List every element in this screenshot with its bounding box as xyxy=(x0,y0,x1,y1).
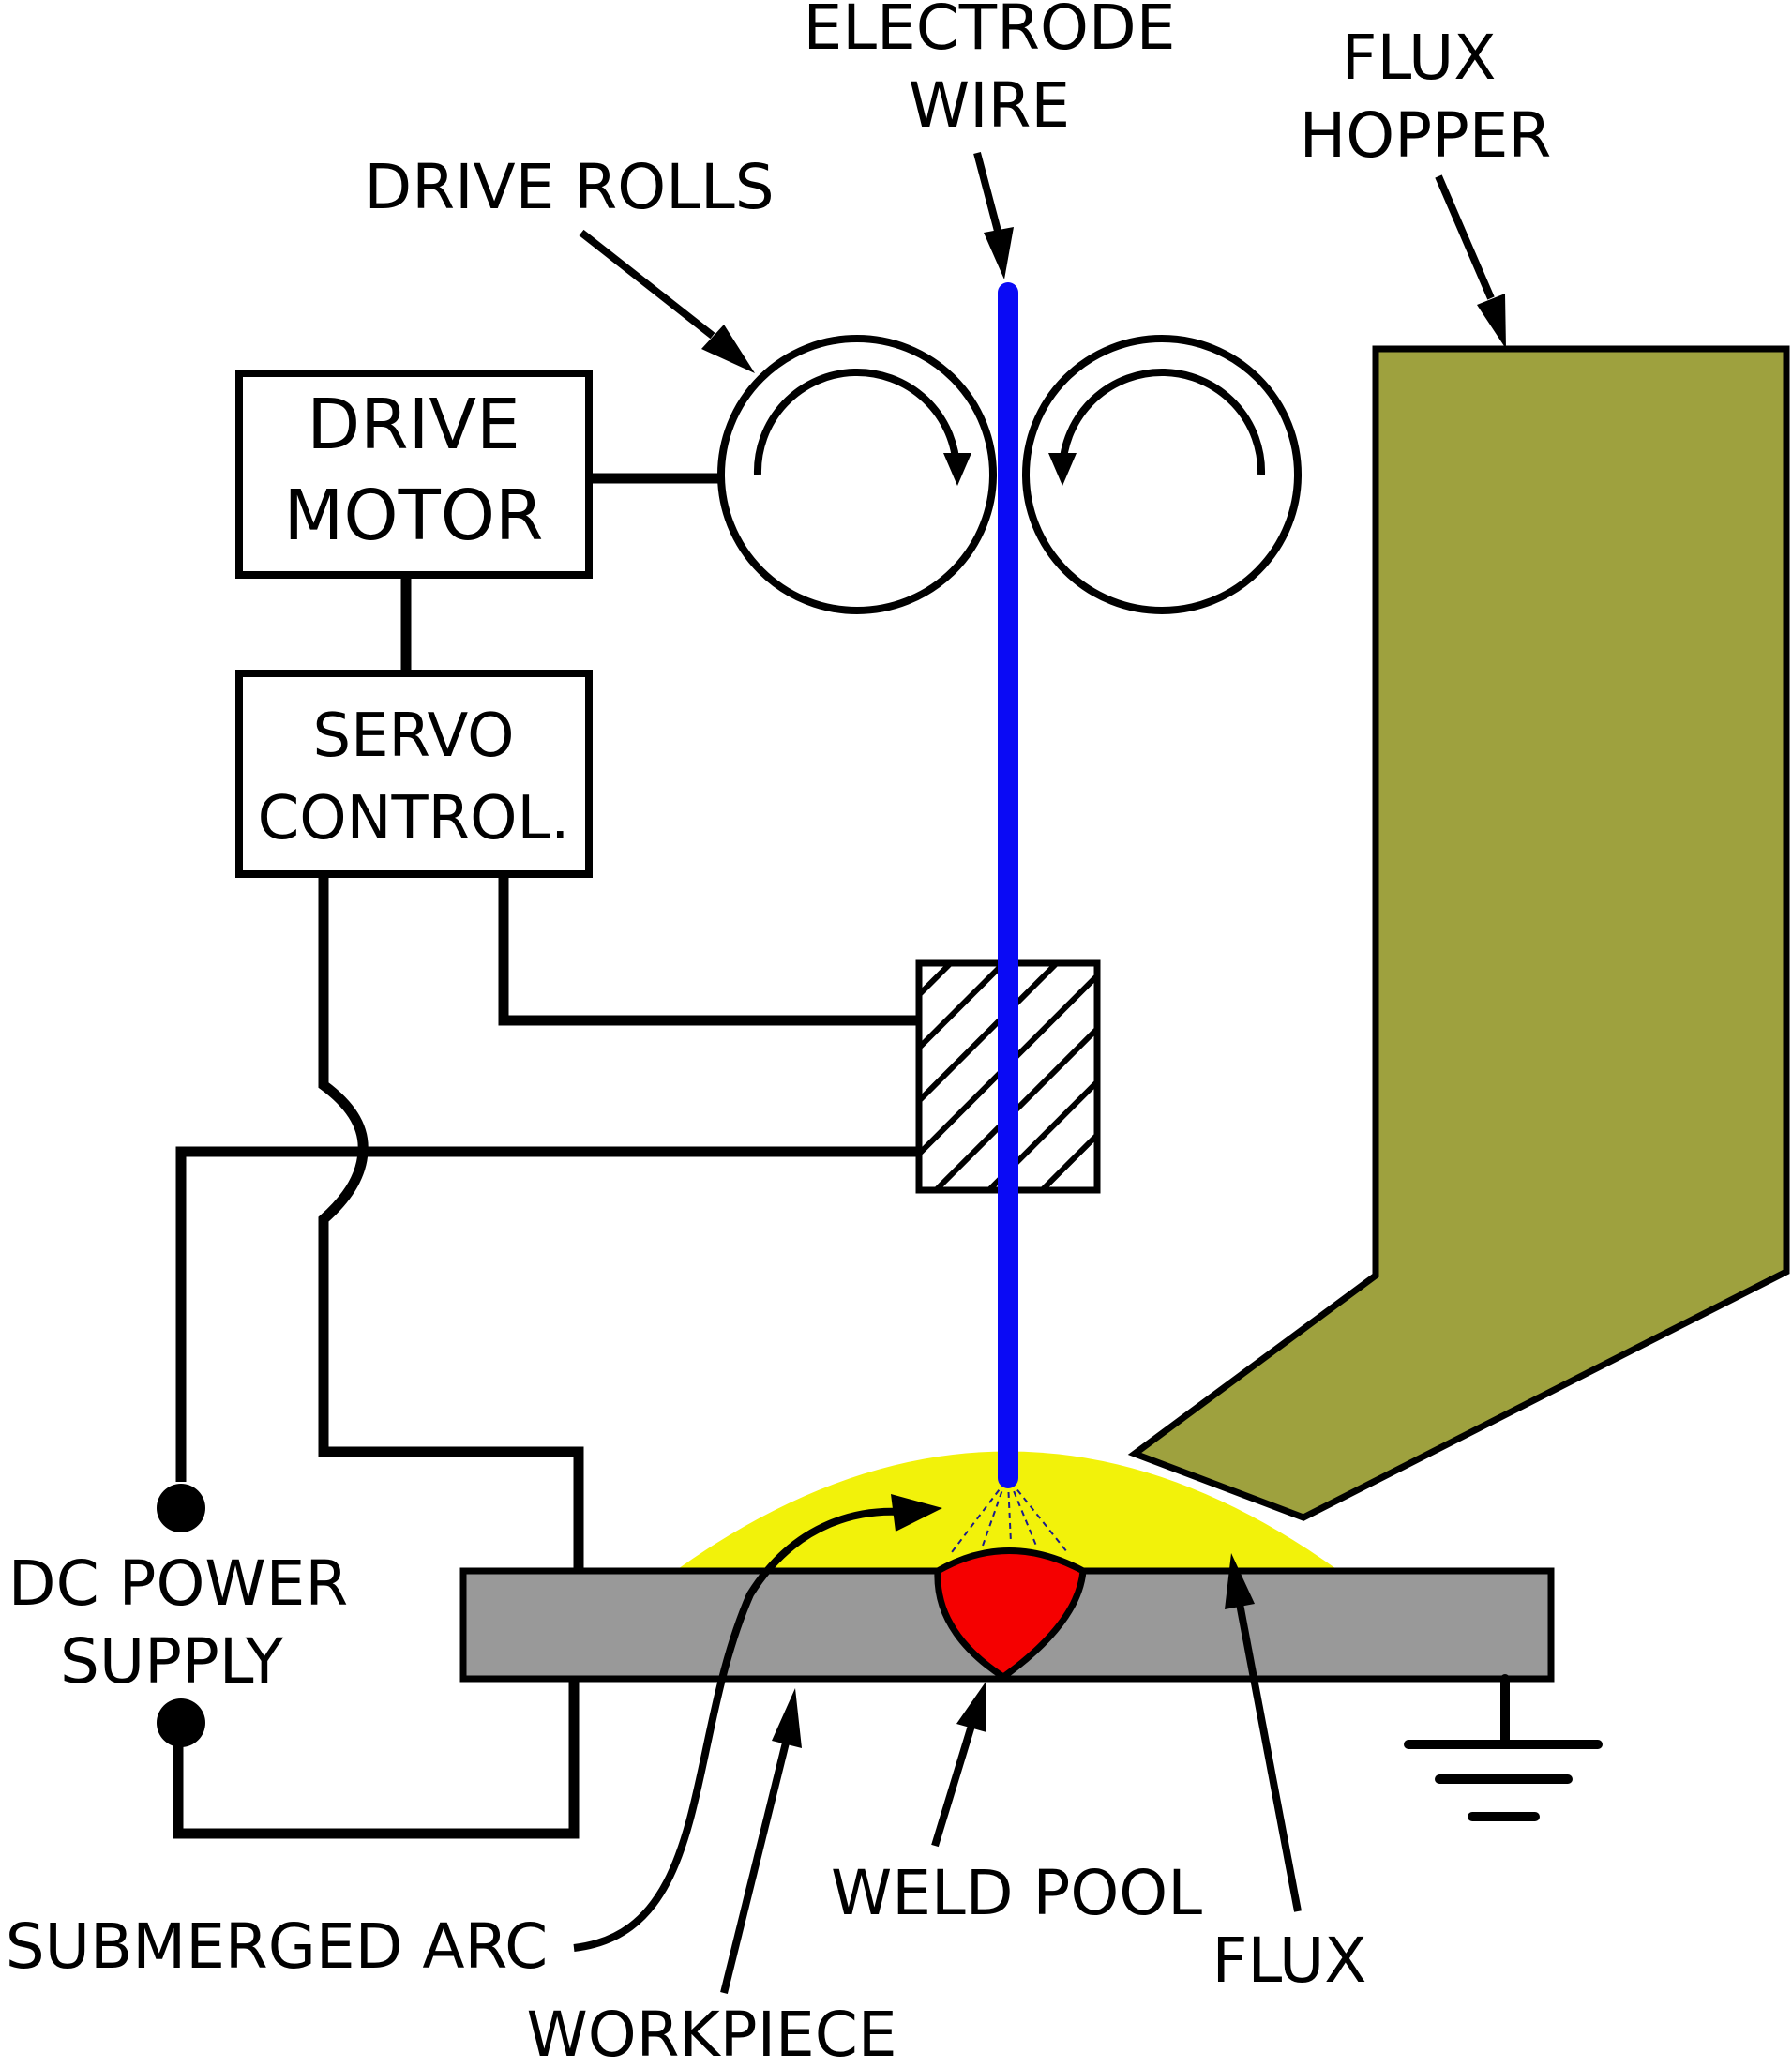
weld-pool-label: WELD POOL xyxy=(831,1857,1202,1929)
servo-control-box xyxy=(235,670,593,878)
arc-sparks xyxy=(951,1481,1068,1553)
pointer-arrows xyxy=(573,151,1506,1994)
drive-rolls xyxy=(717,335,1302,614)
electrode-wire-label-line1: ELECTRODE xyxy=(804,0,1176,64)
drive-motor-label-line2: MOTOR xyxy=(284,475,544,556)
servo-control-label-line1: SERVO xyxy=(312,702,514,771)
dc-power-supply-label-line1: DC POWER xyxy=(8,1547,348,1620)
electrode-wire-label-line2: WIRE xyxy=(909,69,1070,142)
wiring xyxy=(173,473,919,1839)
workpiece-label: WORKPIECE xyxy=(526,1999,896,2068)
weld-pool xyxy=(934,1547,1087,1682)
dc-terminal-negative xyxy=(157,1698,205,1747)
flux-hopper-label-line1: FLUX xyxy=(1342,22,1497,94)
ground-symbol xyxy=(1404,1674,1603,1821)
flux-hopper-label-line2: HOPPER xyxy=(1300,99,1552,172)
drive-rolls-label: DRIVE ROLLS xyxy=(364,151,774,223)
dc-power-supply-label-line2: SUPPLY xyxy=(60,1625,284,1698)
drive-motor-label-line1: DRIVE xyxy=(307,385,520,465)
flux-mound xyxy=(675,1451,1339,1571)
submerged-arc-label: SUBMERGED ARC xyxy=(6,1910,548,1983)
drive-motor-box xyxy=(235,370,593,579)
flux-hopper xyxy=(1127,345,1790,1521)
flux-label: FLUX xyxy=(1212,1925,1367,1997)
dc-terminal-positive xyxy=(157,1484,205,1532)
servo-control-label-line2: CONTROL. xyxy=(258,784,570,853)
